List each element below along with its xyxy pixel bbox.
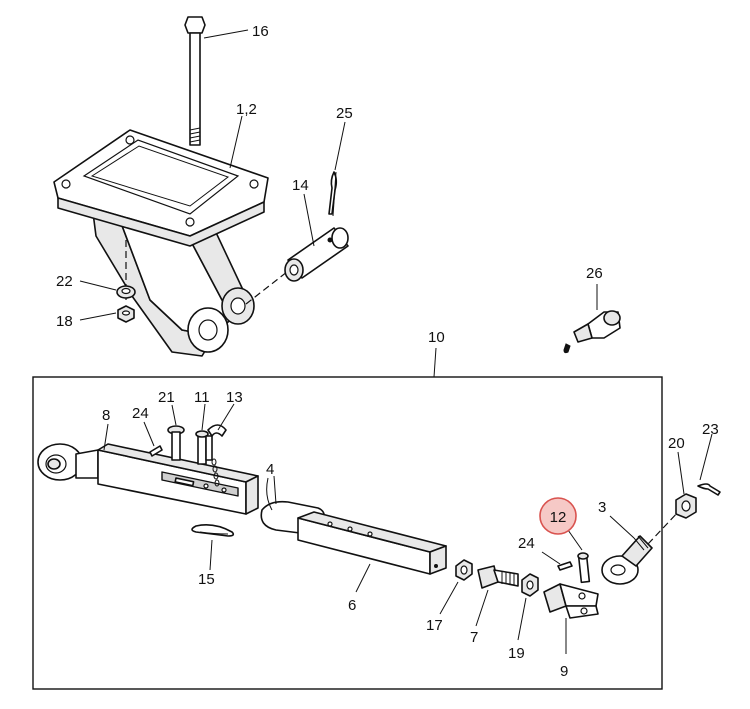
callout-12: 12 xyxy=(550,509,567,526)
part-18-nut xyxy=(117,305,135,323)
callout-8: 8 xyxy=(102,407,110,424)
part-3-eye-elbow xyxy=(601,535,653,585)
part-17-nut xyxy=(455,559,473,581)
callout-20: 20 xyxy=(668,435,685,452)
part-24-pin-upper xyxy=(149,445,163,457)
callout-19: 19 xyxy=(508,645,525,662)
callout-22: 22 xyxy=(56,273,73,290)
part-20-nut xyxy=(675,493,697,519)
callout-21: 21 xyxy=(158,389,175,406)
part-24-pin-lower xyxy=(557,561,573,571)
part-14-pin xyxy=(284,227,349,282)
part-9-clevis xyxy=(543,583,599,619)
part-16-bolt xyxy=(184,16,206,146)
callout-25: 25 xyxy=(336,105,353,122)
part-15-hairpin-clip xyxy=(191,524,235,537)
part-19-nut xyxy=(521,573,539,597)
callout-13: 13 xyxy=(226,389,243,406)
callout-18: 18 xyxy=(56,313,73,330)
callout-1-2: 1,2 xyxy=(236,101,257,118)
callout-6: 6 xyxy=(348,597,356,614)
part-13-lynch-pin-chain xyxy=(205,424,227,487)
callout-14: 14 xyxy=(292,177,309,194)
callout-10: 10 xyxy=(428,329,445,346)
part-1-2-mount-bracket xyxy=(53,129,269,357)
callout-12-highlight: 12 xyxy=(539,497,577,535)
part-26-grease-fitting xyxy=(563,310,621,354)
callout-23: 23 xyxy=(702,421,719,438)
part-6-inner-tube xyxy=(297,511,447,575)
callout-24-lower: 24 xyxy=(518,535,535,552)
callout-17: 17 xyxy=(426,617,443,634)
callout-4: 4 xyxy=(266,461,274,478)
callout-11: 11 xyxy=(194,389,210,406)
callout-7: 7 xyxy=(470,629,478,646)
callout-9: 9 xyxy=(560,663,568,680)
part-10-assembly-frame xyxy=(32,376,663,690)
part-23-cotter-pin xyxy=(697,483,721,496)
part-25-cotter-pin xyxy=(328,171,338,217)
callout-26: 26 xyxy=(586,265,603,282)
part-21-clevis-pin xyxy=(167,425,185,461)
part-22-washer xyxy=(116,285,136,299)
callout-3: 3 xyxy=(598,499,606,516)
part-8-outer-tube xyxy=(37,443,259,515)
part-7-threaded-stud xyxy=(477,565,519,589)
callout-15: 15 xyxy=(198,571,215,588)
callout-24-upper: 24 xyxy=(132,405,149,422)
callout-16: 16 xyxy=(252,23,269,40)
part-12-pin xyxy=(577,552,591,584)
